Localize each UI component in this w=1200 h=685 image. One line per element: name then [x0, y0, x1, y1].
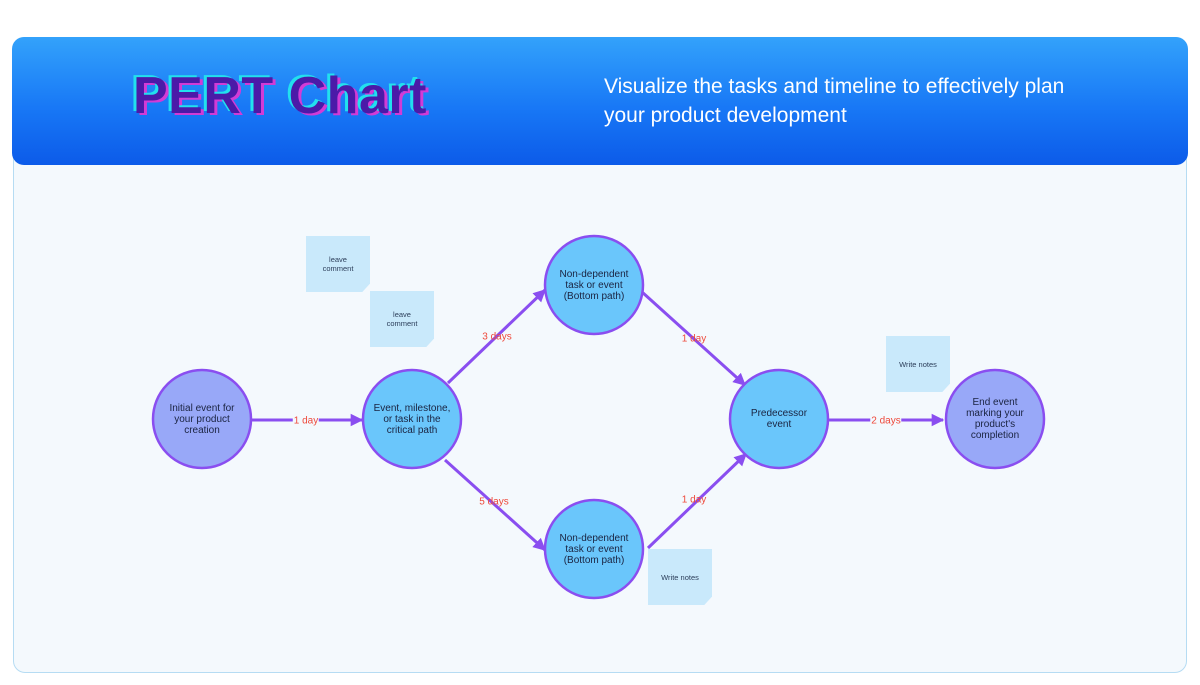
sticky-note-write-notes-1[interactable]: Write notes [886, 336, 950, 392]
edge-label-initial-critical: 1 day [292, 415, 320, 427]
edge-critical-to-bottom [443, 458, 547, 552]
node-critical-label: Event, milestone, or task in the critica… [373, 402, 451, 436]
header-banner [12, 37, 1188, 165]
node-end-label: End event marking your product's complet… [966, 397, 1024, 441]
node-predecessor-event[interactable] [728, 368, 830, 470]
node-predecessor-label: Predecessor event [750, 408, 808, 430]
edge-top-to-predecessor [640, 290, 747, 387]
node-top-path-event[interactable] [543, 234, 645, 336]
node-top-label: Non-dependent task or event (Bottom path… [559, 268, 629, 302]
node-bottom-path-event[interactable] [543, 498, 645, 600]
node-initial-label: Initial event for your product creation [169, 402, 235, 436]
node-end-event[interactable] [944, 368, 1046, 470]
node-bottom-label: Non-dependent task or event (Bottom path… [559, 532, 629, 566]
page-subtitle: Visualize the tasks and timeline to effe… [604, 75, 1065, 127]
edge-label-predecessor-end: 2 days [870, 415, 902, 427]
sticky-note-comment-1[interactable]: leave comment [306, 236, 370, 292]
edge-label-critical-top: 3 days [482, 331, 512, 343]
sticky-note-write-notes-2[interactable]: Write notes [648, 549, 712, 605]
node-initial-event[interactable] [151, 368, 253, 470]
edge-label-bottom-predecessor: 1 day [681, 494, 707, 506]
edge-label-top-predecessor: 1 day [681, 333, 707, 345]
edge-label-critical-bottom: 5 days [479, 496, 509, 508]
sticky-note-comment-2[interactable]: leave comment [370, 291, 434, 347]
page-title: PERT Chart [133, 67, 427, 125]
node-critical-path-event[interactable] [361, 368, 463, 470]
edge-critical-to-top [446, 288, 547, 385]
edge-bottom-to-predecessor [646, 452, 748, 550]
